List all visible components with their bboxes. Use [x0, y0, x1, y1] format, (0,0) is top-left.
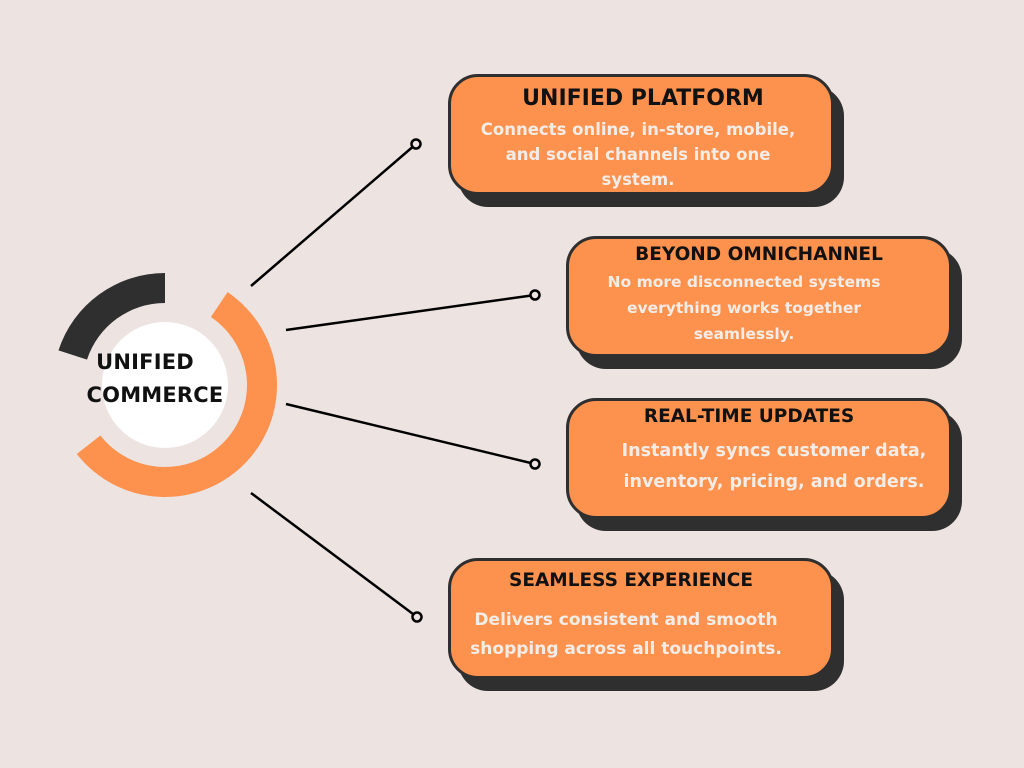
ring-orange-segment	[76, 292, 277, 497]
connector-line-omnichannel	[285, 293, 536, 332]
connector-lines	[250, 138, 541, 623]
card-face	[448, 558, 834, 679]
connector-endpoint-platform	[410, 138, 422, 150]
connector-line-platform	[250, 143, 417, 287]
card-seamless-experience: SEAMLESS EXPERIENCE Delivers consistent …	[448, 558, 844, 691]
connector-endpoint-realtime	[529, 458, 541, 470]
card-face	[566, 398, 952, 519]
center-title: UNIFIED COMMERCE	[80, 346, 230, 412]
card-face	[566, 236, 952, 357]
ring-dark-segment	[58, 273, 165, 360]
connector-endpoint-experience	[411, 611, 423, 623]
card-description: Connects online, in-store, mobile, and s…	[480, 120, 796, 189]
card-title: BEYOND OMNICHANNEL	[635, 244, 883, 265]
connector-endpoint-omnichannel	[529, 289, 541, 301]
connector-line-realtime	[285, 402, 536, 466]
card-description: Delivers consistent and smooth shopping …	[470, 610, 782, 659]
card-title: UNIFIED PLATFORM	[522, 86, 764, 111]
card-face	[448, 74, 834, 195]
card-unified-platform: UNIFIED PLATFORM Connects online, in-sto…	[448, 74, 844, 207]
center-ring	[58, 273, 277, 497]
card-title: REAL-TIME UPDATES	[643, 406, 855, 427]
card-title: SEAMLESS EXPERIENCE	[509, 570, 753, 591]
center-disc	[102, 322, 228, 448]
card-description: Instantly syncs customer data, inventory…	[621, 441, 927, 492]
card-real-time-updates: REAL-TIME UPDATES Instantly syncs custom…	[566, 398, 962, 531]
card-beyond-omnichannel: BEYOND OMNICHANNEL No more disconnected …	[566, 236, 962, 369]
center-title-line2: COMMERCE	[86, 383, 224, 407]
connector-line-experience	[250, 491, 418, 619]
center-title-line1: UNIFIED	[96, 350, 194, 374]
card-description: No more disconnected systems everything …	[607, 273, 881, 343]
